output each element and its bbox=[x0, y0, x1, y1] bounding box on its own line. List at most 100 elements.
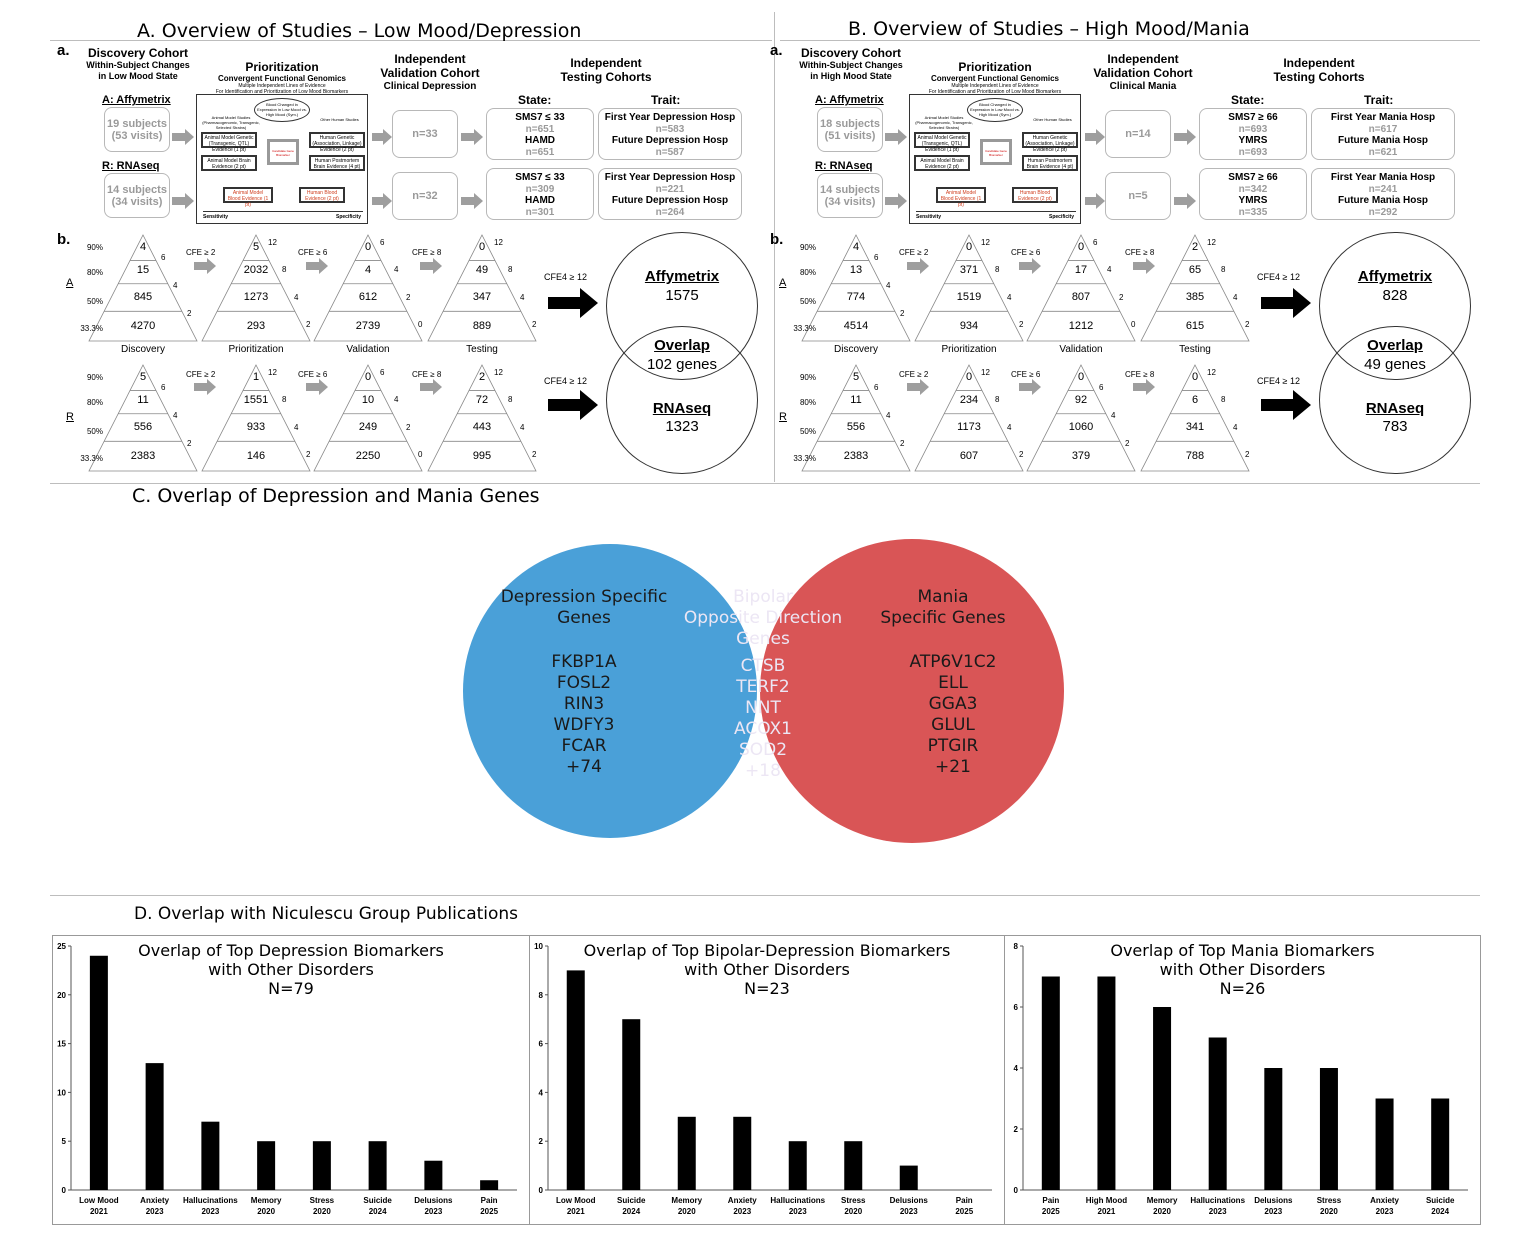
flow-arrow-icon bbox=[1133, 379, 1155, 395]
cfe4-threshold: CFE4 ≥ 12 bbox=[1257, 376, 1300, 386]
validation-title: Validation Cohort bbox=[380, 66, 480, 80]
bar bbox=[1264, 1068, 1283, 1190]
chart-title-line: with Other Disorders bbox=[1159, 960, 1326, 979]
row-r-label: R bbox=[66, 411, 74, 423]
gene: WDFY3 bbox=[553, 715, 615, 735]
row-a-label: A bbox=[779, 277, 787, 289]
testing-title: Testing Cohorts bbox=[560, 70, 652, 84]
x-tick-label: Hallucinations bbox=[770, 1196, 825, 1205]
affy-label: A: Affymetrix bbox=[815, 94, 884, 106]
pyramid-top-value: 0 bbox=[364, 241, 372, 253]
pyramid-side-value: 8 bbox=[995, 265, 1000, 274]
pyramid-side-value: 2 bbox=[1019, 450, 1024, 459]
gene: GGA3 bbox=[928, 694, 978, 714]
panel-c-title: C. Overlap of Depression and Mania Genes bbox=[132, 485, 540, 507]
pyramid-side-value: 8 bbox=[1221, 265, 1226, 274]
blood-oval: Blood Changed in Expression in Low Mood … bbox=[967, 98, 1023, 122]
rnaseq-subjects: 14 subjects bbox=[820, 184, 880, 196]
pyramid-top-value: 0 bbox=[1191, 371, 1199, 383]
chart-bipolar: Overlap of Top Bipolar-Depression Biomar… bbox=[529, 935, 1005, 1225]
venn-left-genes: FKBP1A FOSL2 RIN3 WDFY3 FCAR +74 bbox=[484, 652, 684, 778]
trait-label: Trait: bbox=[651, 93, 681, 107]
x-tick-label: Memory bbox=[671, 1196, 702, 1205]
pyramid-shape bbox=[313, 364, 423, 472]
pyramid-percent: 80% bbox=[799, 398, 816, 407]
x-tick-label: Hallucinations bbox=[1190, 1196, 1245, 1205]
flow-arrow-icon bbox=[194, 258, 216, 274]
x-tick-label: Delusions bbox=[414, 1196, 453, 1205]
pyramid-side-value: 12 bbox=[1207, 238, 1216, 247]
trait-rnaseq-box-l2: Future Depression Hosp bbox=[611, 195, 729, 206]
sens-line bbox=[203, 211, 363, 212]
pyramid-row-value: 10 bbox=[361, 394, 375, 406]
pyramid-side-value: 4 bbox=[520, 293, 525, 302]
pyramid-row-value: 774 bbox=[846, 291, 866, 303]
cfe-threshold: CFE ≥ 8 bbox=[1125, 248, 1155, 257]
pyramid-row-value: 1173 bbox=[957, 421, 981, 433]
cfe-threshold: CFE ≥ 2 bbox=[899, 370, 929, 379]
x-tick-label: 2023 bbox=[900, 1207, 918, 1216]
state-label: State: bbox=[518, 93, 552, 107]
pyramid-side-value: 4 bbox=[394, 395, 399, 404]
y-tick-label: 0 bbox=[539, 1186, 544, 1195]
chart-title-line: Overlap of Top Bipolar-Depression Biomar… bbox=[583, 941, 951, 960]
human-genetic-box: Human Genetic (Association, Linkage) Evi… bbox=[309, 132, 365, 153]
pyramid-caption: Testing bbox=[1179, 344, 1211, 355]
pyramid-percent: 80% bbox=[86, 398, 103, 407]
pyramid-top-value: 1 bbox=[252, 371, 260, 383]
overlap-label: Overlap bbox=[1367, 337, 1423, 354]
x-tick-label: Pain bbox=[481, 1196, 498, 1205]
x-tick-label: 2025 bbox=[1042, 1207, 1060, 1216]
pyramid-shape bbox=[801, 234, 911, 342]
testing-title: Testing Cohorts bbox=[1273, 70, 1365, 84]
chart-title-line: N=23 bbox=[744, 979, 790, 998]
pyramid-row-value: 1212 bbox=[1068, 320, 1094, 332]
prioritization-sub: Multiple Independent Lines of Evidence bbox=[951, 83, 1039, 89]
trait-affy-box-l1: First Year Depression Hosp bbox=[604, 112, 736, 123]
pyramid-side-value: 4 bbox=[520, 423, 525, 432]
chart-title-line: N=26 bbox=[1219, 979, 1266, 998]
x-tick-label: Stress bbox=[1317, 1196, 1342, 1205]
trait-affy-box-l2: Future Mania Hosp bbox=[1337, 135, 1428, 146]
panel-a-title: A. Overview of Studies – Low Mood/Depres… bbox=[137, 20, 582, 42]
pyramid-side-value: 8 bbox=[282, 395, 287, 404]
pyramid-row-value: 379 bbox=[1071, 450, 1091, 462]
pyramid-percent: 33.3% bbox=[80, 454, 103, 463]
gene: TERF2 bbox=[736, 677, 790, 697]
animal-title: Animal Model Studies (Pharmacogenomic, T… bbox=[202, 115, 260, 130]
pyramid-shape bbox=[914, 234, 1024, 342]
rnaseq-circle bbox=[1319, 326, 1471, 474]
x-tick-label: Low Mood bbox=[556, 1196, 596, 1205]
gene: NNT bbox=[745, 698, 781, 718]
x-tick-label: Low Mood bbox=[79, 1196, 119, 1205]
x-tick-label: 2023 bbox=[146, 1207, 164, 1216]
gene: FKBP1A bbox=[551, 652, 617, 672]
overlap-value: 102 genes bbox=[646, 356, 718, 373]
pyramid-row-value: 1060 bbox=[1068, 421, 1094, 433]
animal-genetic-box: Animal Model Genetic (Transgenic, QTL) E… bbox=[201, 132, 257, 153]
pyramid-side-value: 4 bbox=[1107, 265, 1112, 274]
b-label: b. bbox=[770, 231, 784, 248]
trait-rnaseq-box-l1: First Year Depression Hosp bbox=[604, 172, 736, 183]
pyramid-row-value: 371 bbox=[959, 264, 979, 276]
pyramid-shape bbox=[1026, 234, 1136, 342]
y-tick-label: 0 bbox=[1014, 1186, 1019, 1195]
bar bbox=[844, 1141, 863, 1190]
cfe4-threshold: CFE4 ≥ 12 bbox=[1257, 272, 1300, 282]
gene: +21 bbox=[935, 757, 971, 777]
state-rnaseq-box-l1: SMS7 ≤ 33 bbox=[515, 172, 565, 183]
x-tick-label: 2023 bbox=[201, 1207, 219, 1216]
a-label: a. bbox=[57, 42, 70, 59]
pyramid-shape bbox=[88, 234, 198, 342]
chart-title-line: Overlap of Top Depression Biomarkers bbox=[138, 941, 444, 960]
x-tick-label: Anxiety bbox=[728, 1196, 757, 1205]
x-tick-label: 2020 bbox=[1153, 1207, 1171, 1216]
gene: FOSL2 bbox=[556, 673, 612, 693]
